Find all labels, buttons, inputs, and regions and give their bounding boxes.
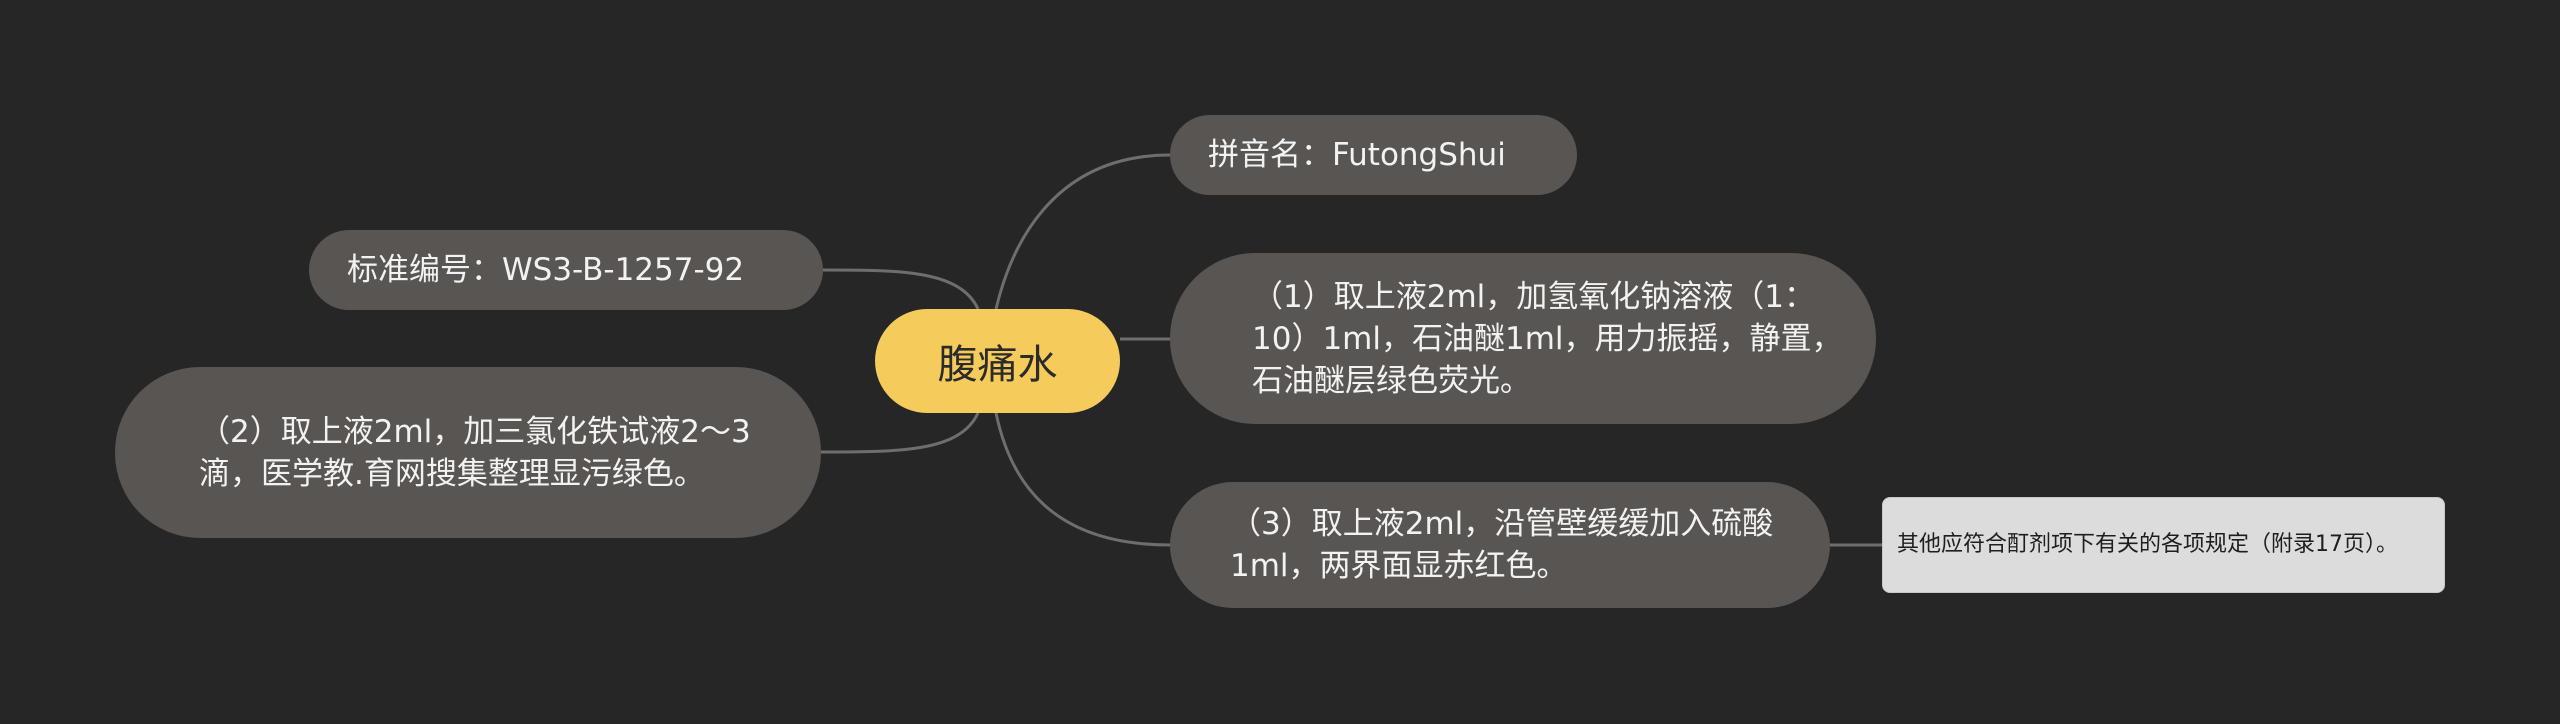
link-root-standard bbox=[822, 268, 980, 310]
test-3-node[interactable]: （3）取上液2ml，沿管壁缓缓加入硫酸1ml，两界面显赤红色。 bbox=[1170, 482, 1830, 608]
note-node[interactable]: 其他应符合酊剂项下有关的各项规定（附录17页）。 bbox=[1882, 497, 2445, 593]
standard-number-label: 标准编号：WS3-B-1257-92 bbox=[347, 252, 745, 288]
link-root-test2 bbox=[820, 412, 980, 454]
test-1-label: （1）取上液2ml，加氢氧化钠溶液（1：10）1ml，石油醚1ml，用力振摇，静… bbox=[1252, 278, 1843, 399]
link-root-test3 bbox=[994, 412, 1171, 547]
pinyin-label: 拼音名：FutongShui bbox=[1208, 137, 1506, 173]
root-node[interactable]: 腹痛水 bbox=[875, 309, 1120, 413]
pinyin-node[interactable]: 拼音名：FutongShui bbox=[1170, 115, 1577, 195]
root-label: 腹痛水 bbox=[937, 342, 1058, 388]
test-2-node[interactable]: （2）取上液2ml，加三氯化铁试液2～3滴，医学教.育网搜集整理显污绿色。 bbox=[115, 367, 821, 538]
test-1-node[interactable]: （1）取上液2ml，加氢氧化钠溶液（1：10）1ml，石油醚1ml，用力振摇，静… bbox=[1170, 253, 1876, 424]
test-3-label: （3）取上液2ml，沿管壁缓缓加入硫酸1ml，两界面显赤红色。 bbox=[1230, 506, 1774, 584]
standard-number-node[interactable]: 标准编号：WS3-B-1257-92 bbox=[309, 230, 823, 310]
note-label: 其他应符合酊剂项下有关的各项规定（附录17页）。 bbox=[1897, 532, 2398, 557]
test-2-label: （2）取上液2ml，加三氯化铁试液2～3滴，医学教.育网搜集整理显污绿色。 bbox=[199, 413, 751, 492]
link-root-pinyin bbox=[994, 153, 1171, 310]
